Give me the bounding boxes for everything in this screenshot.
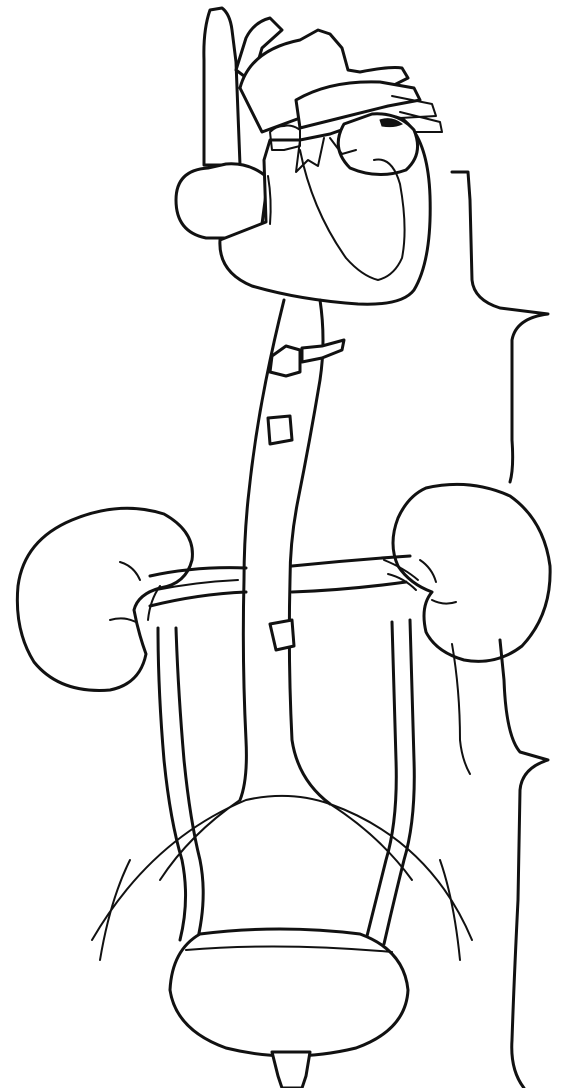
right-kidney bbox=[17, 508, 192, 690]
bladder bbox=[170, 929, 408, 1056]
aorta-right-wall bbox=[289, 300, 330, 804]
pelvic-arch-outer bbox=[92, 796, 472, 940]
left-renal-artery-lower bbox=[292, 582, 406, 592]
upper-bracket bbox=[452, 172, 548, 482]
renal-branch-stub bbox=[268, 416, 292, 444]
lower-bracket bbox=[500, 640, 548, 1088]
superior-vena-cava bbox=[204, 8, 240, 165]
left-atrium bbox=[338, 114, 417, 175]
urethra bbox=[272, 1052, 310, 1088]
aorta bbox=[240, 300, 344, 804]
left-kidney bbox=[393, 484, 550, 661]
left-ureter bbox=[366, 620, 414, 944]
right-renal-artery-lower bbox=[150, 592, 246, 606]
right-ureter bbox=[158, 628, 203, 946]
heart bbox=[176, 8, 442, 304]
